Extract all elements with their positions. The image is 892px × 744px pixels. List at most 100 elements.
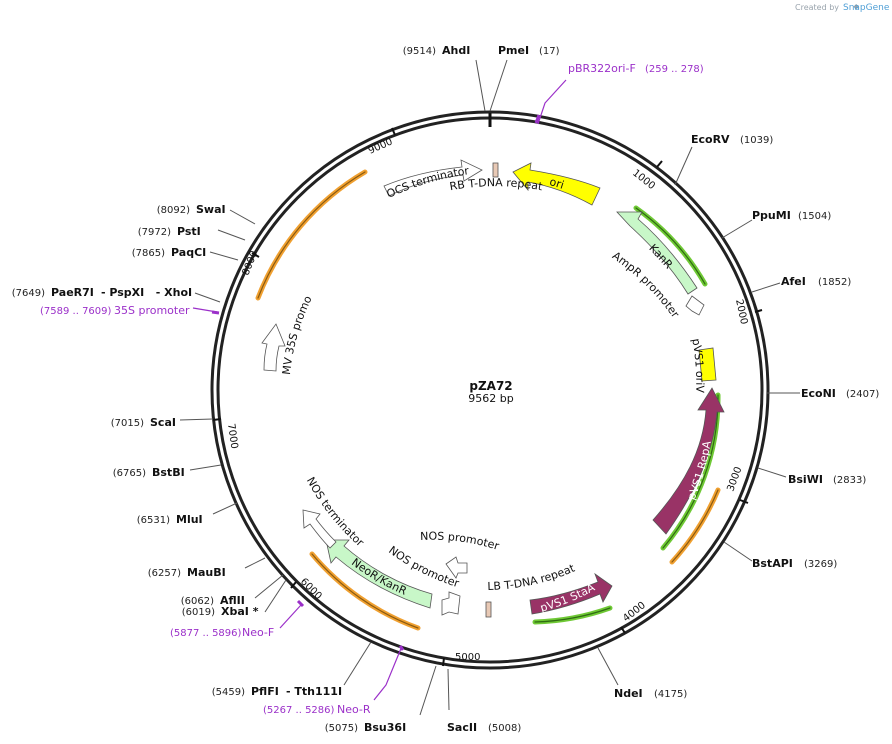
site-label-xbai[interactable]: (6019) XbaI * [182,605,259,618]
site-label-pmei[interactable]: PmeI (17) [498,44,560,57]
svg-text:(5075): (5075) [325,723,358,734]
snapgene-logo-icon: ⯁ [853,3,860,12]
primer-label-neo-r[interactable]: (5267 .. 5286) Neo-R [263,703,371,716]
svg-text:(1039): (1039) [740,135,773,146]
svg-text:MauBI: MauBI [187,566,226,579]
site-label-mlui[interactable]: (6531) MluI [137,513,203,526]
svg-text:AfeI: AfeI [781,275,806,288]
svg-text:(1852): (1852) [818,277,851,288]
svg-text:(7972): (7972) [138,227,171,238]
svg-text:PflFI: PflFI [251,685,279,698]
svg-text:(7649): (7649) [12,288,45,299]
site-label-ppumi[interactable]: PpuMI (1504) [752,209,831,222]
svg-text:RB T-DNA repeat: RB T-DNA repeat [449,176,545,193]
feature-nos-terminator[interactable]: NOS terminator [302,475,367,550]
site-label-aflii[interactable]: (6062) AflII [181,594,245,607]
svg-text:(9514): (9514) [403,46,436,57]
site-label-paer7i[interactable]: (7649) PaeR7I - PspXI - XhoI [12,286,192,299]
primer-leaders [192,79,567,701]
site-label-bstbi[interactable]: (6765) BstBI [113,466,185,479]
svg-text:(17): (17) [539,46,560,57]
svg-text:(4175): (4175) [654,689,687,700]
site-leaders [179,59,800,716]
svg-text:SwaI: SwaI [196,203,226,216]
tick-label: 8000 [241,249,261,277]
site-label-sacii[interactable]: SacII (5008) [447,721,521,734]
feature-ori[interactable]: ori [512,162,601,206]
svg-text:CaMV 35S promoter: CaMV 35S promoter [0,0,315,375]
primer-label-35s[interactable]: (7589 .. 7609) 35S promoter [40,304,190,317]
tick-label: 5000 [455,652,480,663]
feature-camv-35s-promoter[interactable]: CaMV 35S promoter [0,0,315,375]
site-label-swai[interactable]: (8092) SwaI [157,203,226,216]
svg-text:ScaI: ScaI [150,416,176,429]
svg-text:ori: ori [548,175,565,192]
svg-text:(6531): (6531) [137,515,170,526]
svg-text:(2833): (2833) [833,475,866,486]
orf-arcs [255,169,721,631]
site-label-ndei[interactable]: NdeI (4175) [614,687,687,700]
tick-label: 6000 [298,576,324,602]
svg-text:35S promoter: 35S promoter [114,304,190,317]
site-label-econi[interactable]: EcoNI (2407) [801,387,879,400]
svg-text:LB T-DNA repeat: LB T-DNA repeat [487,561,577,593]
tick-label: 3000 [725,465,744,493]
svg-text:EcoRV: EcoRV [691,133,730,146]
svg-text:PmeI: PmeI [498,44,529,57]
svg-text:PpuMI: PpuMI [752,209,791,222]
snapgene-brand: SnapGene [843,3,890,13]
svg-text:MluI: MluI [176,513,203,526]
created-by-label: Created by [795,3,839,12]
tick-label: 2000 [733,298,749,325]
svg-text:PaeR7I: PaeR7I [51,286,94,299]
svg-text:BstBI: BstBI [152,466,185,479]
svg-text:pVS1 oriV: pVS1 oriV [689,337,706,393]
svg-text:(7015): (7015) [111,418,144,429]
svg-text:PstI: PstI [177,225,201,238]
site-label-afei[interactable]: AfeI (1852) [781,275,851,288]
feature-pvs1-oriv[interactable]: pVS1 oriV [689,337,717,394]
site-label-maubi[interactable]: (6257) MauBI [148,566,226,579]
svg-text:EcoNI: EcoNI [801,387,836,400]
svg-text:NdeI: NdeI [614,687,643,700]
site-label-psti[interactable]: (7972) PstI [138,225,201,238]
site-label-pflfi[interactable]: (5459) PflFI - Tth111I [212,685,342,698]
svg-text:AhdI: AhdI [442,44,470,57]
site-label-bstapi[interactable]: BstAPI (3269) [752,557,837,570]
svg-text:(7865): (7865) [132,248,165,259]
svg-text:(1504): (1504) [798,211,831,222]
plasmid-length: 9562 bp [468,392,513,405]
svg-text:(3269): (3269) [804,559,837,570]
primer-label-pbr322ori-f[interactable]: pBR322ori-F (259 .. 278) [568,62,704,75]
svg-text:(5877 .. 5896): (5877 .. 5896) [170,628,242,639]
site-label-ecorv[interactable]: EcoRV (1039) [691,133,773,146]
svg-text:(5008): (5008) [488,723,521,734]
svg-text:pBR322ori-F: pBR322ori-F [568,62,636,75]
svg-text:(5267 .. 5286): (5267 .. 5286) [263,705,335,716]
svg-text:(259 .. 278): (259 .. 278) [645,64,704,75]
tick-label: 7000 [225,423,239,450]
site-label-bsiwi[interactable]: BsiWI (2833) [788,473,866,486]
site-label-paqci[interactable]: (7865) PaqCI [132,246,207,259]
site-label-scai[interactable]: (7015) ScaI [111,416,176,429]
svg-text:- PspXI - XhoI: - PspXI - XhoI [101,286,192,299]
primer-label-neo-f[interactable]: (5877 .. 5896) Neo-F [170,626,274,639]
svg-text:(7589 .. 7609): (7589 .. 7609) [40,306,112,317]
site-label-ahdi[interactable]: (9514) AhdI [403,44,471,57]
tick-marks [212,127,763,667]
svg-text:Neo-R: Neo-R [337,703,371,716]
svg-text:Neo-F: Neo-F [242,626,274,639]
site-label-bsu36i[interactable]: (5075) Bsu36I [325,721,406,734]
svg-text:BsiWI: BsiWI [788,473,823,486]
svg-text:AflII: AflII [220,594,245,607]
svg-text:XbaI *: XbaI * [221,605,259,618]
svg-text:SacII: SacII [447,721,477,734]
svg-text:Bsu36I: Bsu36I [364,721,406,734]
backbone-outer [210,110,770,670]
feature-neor-kanr[interactable]: NeoR/KanR [325,539,433,609]
feature-rb-t-dna-repeat[interactable]: RB T-DNA repeat [449,162,545,193]
primer-marks [211,114,541,651]
svg-text:BstAPI: BstAPI [752,557,793,570]
svg-text:(6019): (6019) [182,607,215,618]
